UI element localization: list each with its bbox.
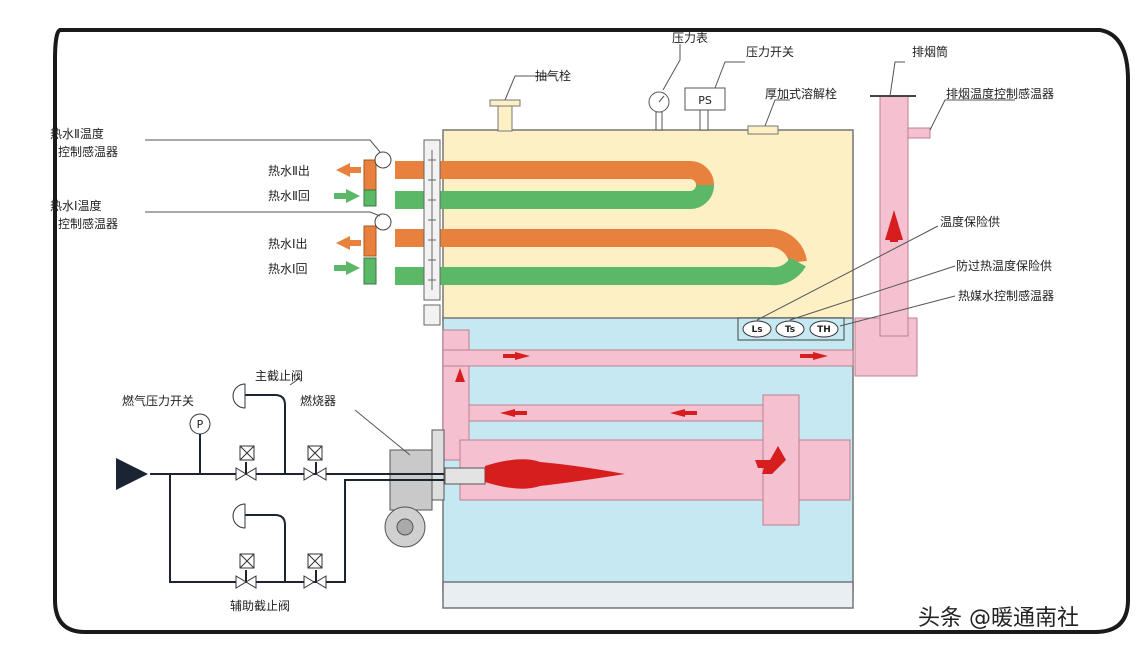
- gas-pipes: [150, 394, 444, 583]
- flange-bolts: [428, 150, 436, 290]
- label-aux-shutoff-valve: 辅助截止阀: [230, 599, 290, 613]
- label-hw1-out: 热水Ⅰ出: [268, 237, 308, 251]
- sensor-ts: [775, 320, 805, 338]
- label-hw2-out: 热水Ⅱ出: [268, 164, 310, 178]
- label-overheat-protector: 防过热温度保险供: [956, 258, 1052, 273]
- label-hw2-return: 热水Ⅱ回: [268, 189, 310, 203]
- burner-nozzle: [444, 467, 486, 485]
- upper-tank: [442, 129, 854, 321]
- gas-pressure-switch-gauge: [189, 413, 211, 435]
- sensor-th-label: TH: [817, 325, 831, 335]
- coil-hw1-return: [395, 257, 806, 286]
- coil-hw2-out: [395, 161, 714, 186]
- flue-passages: [442, 95, 918, 526]
- pipe-connectors-return: [363, 189, 377, 285]
- sensor-bulbs: [374, 151, 392, 231]
- label-relief-plug: 厚加式溶解栓: [765, 86, 837, 101]
- sensor-ls-label: Ls: [751, 325, 762, 335]
- tank-base: [442, 581, 854, 609]
- coil-hw2-return: [395, 184, 714, 209]
- relief-plug: [747, 125, 779, 135]
- flame: [485, 459, 625, 489]
- pressure-switch-stem: [699, 109, 709, 131]
- sensor-ls: [742, 320, 772, 338]
- pressure-gauge-needle: [658, 95, 665, 103]
- flange-bottom: [423, 304, 441, 326]
- label-gas-pressure-switch: 燃气压力开关: [122, 393, 194, 408]
- exhaust-valve-cap: [489, 99, 521, 107]
- label-water-level-sensor: 热媒水控制感温器: [958, 288, 1054, 303]
- label-hw1-return: 热水Ⅰ回: [268, 262, 308, 276]
- label-burner: 燃烧器: [300, 393, 336, 408]
- leader-lines: [145, 44, 1015, 456]
- gas-pressure-switch-symbol: P: [197, 418, 204, 431]
- label-chimney: 排烟筒: [912, 44, 948, 59]
- label-flue-temp-sensor: 排烟温度控制感温器: [946, 86, 1054, 101]
- pressure-switch-box-label: PS: [698, 94, 712, 107]
- label-main-shutoff-valve: 主截止阀: [255, 369, 303, 383]
- label-hw2-sensor-line1: 热水Ⅱ温度: [50, 126, 104, 141]
- label-hw1-sensor-line1: 热水Ⅰ温度: [50, 198, 102, 213]
- coil-hw1-out: [395, 229, 807, 264]
- burner-fan-hub: [396, 518, 414, 536]
- burner-mount: [431, 429, 445, 501]
- watermark: 头条 @暖通南社: [918, 606, 1079, 631]
- label-exhaust-valve: 抽气栓: [535, 68, 571, 83]
- pipe-connectors: [363, 159, 377, 257]
- label-hw1-sensor-line2: 控制感温器: [58, 216, 118, 231]
- label-pressure-gauge: 压力表: [672, 31, 708, 45]
- sensor-th: [809, 320, 839, 338]
- exhaust-valve-body: [497, 102, 513, 132]
- sensor-group: Ls Ts TH: [737, 317, 845, 341]
- flue-temp-sensor-port: [907, 127, 931, 139]
- hw-arrows: [334, 163, 361, 275]
- flue-arrows: [455, 210, 903, 474]
- frame-border: [53, 28, 1130, 634]
- sensor-ts-label: Ts: [785, 325, 795, 335]
- valves: [232, 383, 327, 589]
- label-pressure-switch: 压力开关: [746, 45, 794, 59]
- label-hw2-sensor-line2: 控制感温器: [58, 144, 118, 159]
- label-temp-protector: 温度保险供: [940, 214, 1000, 229]
- pressure-gauge-stem: [655, 111, 663, 131]
